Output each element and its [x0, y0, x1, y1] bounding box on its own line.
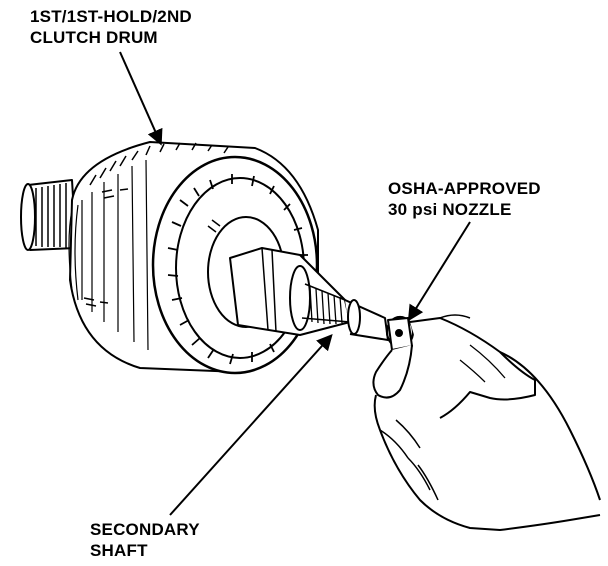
- nozzle-label-line1: OSHA-APPROVED: [388, 179, 541, 198]
- clutch-drum-label-line2: CLUTCH DRUM: [30, 28, 158, 47]
- shaft-leader-line: [169, 334, 333, 516]
- secondary-shaft-label: SECONDARY SHAFT: [90, 519, 200, 561]
- drum-leader-line: [119, 51, 163, 146]
- secondary-shaft: [229, 247, 389, 341]
- nozzle-leader-line: [407, 221, 471, 322]
- left-hub-stub: [20, 179, 77, 251]
- air-nozzle: [385, 315, 415, 351]
- secondary-shaft-label-line2: SHAFT: [90, 541, 148, 560]
- clutch-drum-label-line1: 1ST/1ST-HOLD/2ND: [30, 7, 192, 26]
- clutch-drum-label: 1ST/1ST-HOLD/2ND CLUTCH DRUM: [30, 6, 192, 48]
- secondary-shaft-label-line1: SECONDARY: [90, 520, 200, 539]
- nozzle-label: OSHA-APPROVED 30 psi NOZZLE: [388, 178, 541, 220]
- nozzle-label-line2: 30 psi NOZZLE: [388, 200, 512, 219]
- hand-holding-nozzle: [372, 314, 601, 531]
